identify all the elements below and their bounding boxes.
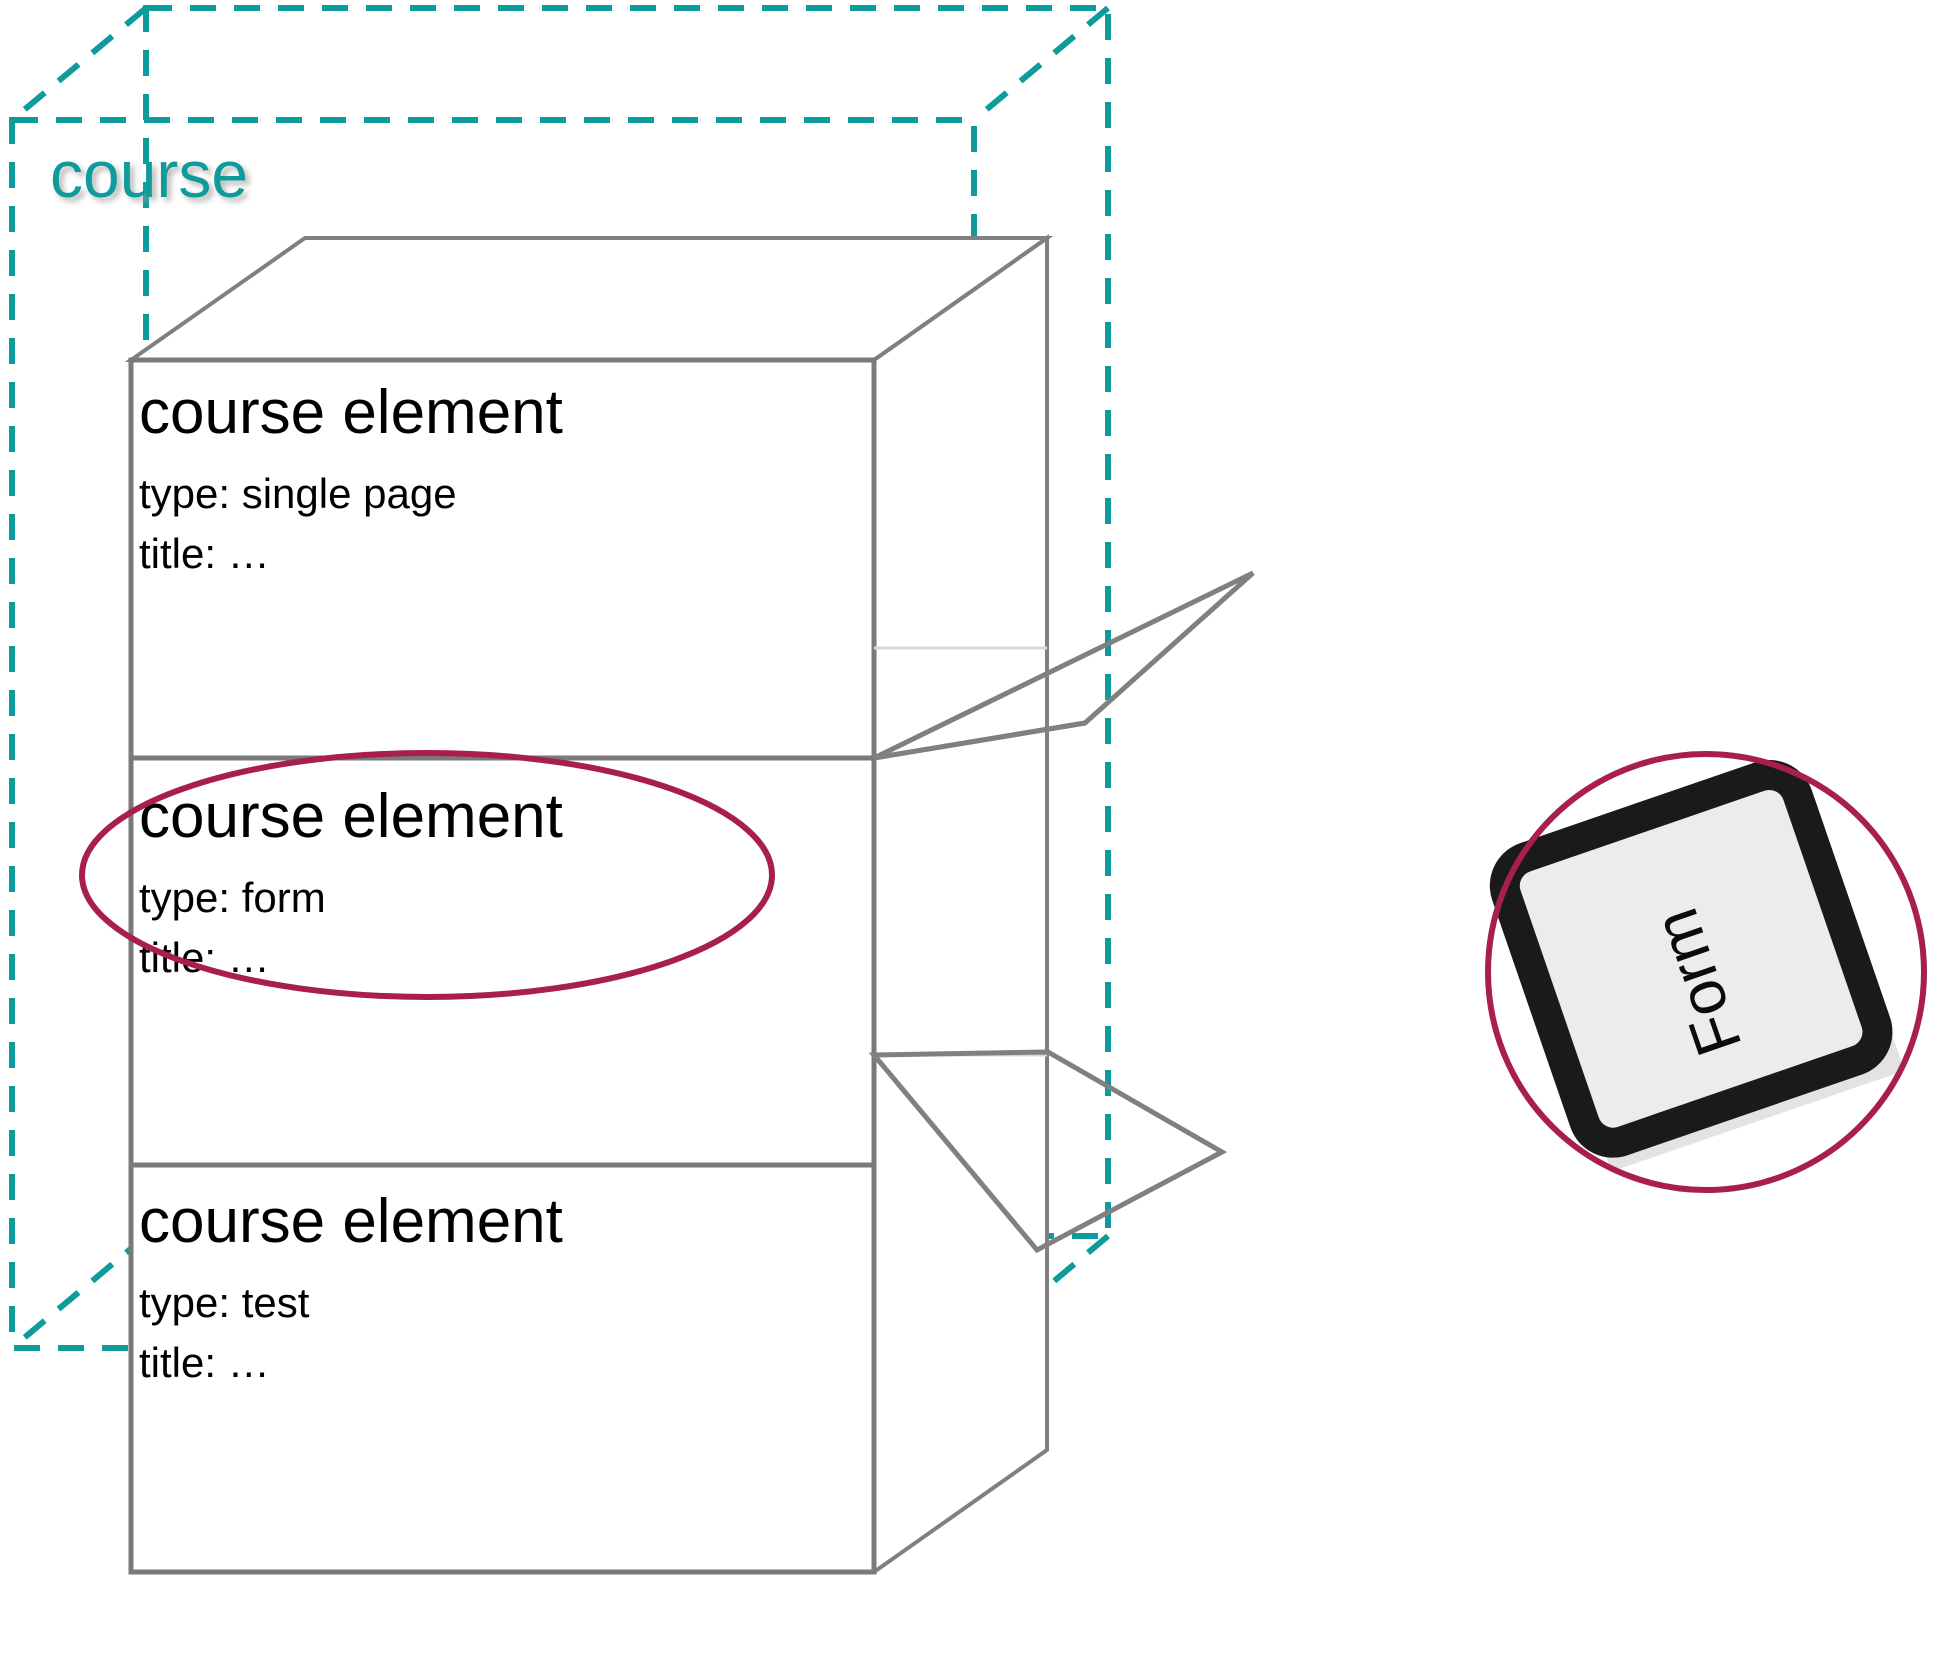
flap-lower bbox=[868, 1049, 1228, 1254]
highlight-ellipse bbox=[79, 750, 775, 1000]
container-depth-edge-top-right bbox=[972, 5, 1110, 123]
container-depth-edge-bottom-left bbox=[10, 1233, 148, 1351]
element-2-heading: course element bbox=[139, 782, 563, 851]
keycap-body bbox=[1489, 759, 1893, 1158]
stack-top-face-fill bbox=[131, 238, 1047, 360]
container-front-face-edge bbox=[9, 117, 977, 1351]
element-3-type: type: test bbox=[139, 1279, 310, 1326]
course-label: course bbox=[50, 137, 248, 211]
stack-front-face-fill bbox=[131, 360, 874, 1572]
container-depth-edge-top-left bbox=[10, 5, 148, 123]
element-1-heading: course element bbox=[139, 378, 563, 447]
stack-right-face-edge bbox=[872, 234, 1049, 1574]
stack-side-face-fill bbox=[874, 238, 1047, 1572]
container-back-face-edge bbox=[143, 5, 1111, 1239]
element-3-heading: course element bbox=[139, 1187, 563, 1256]
stack-front-face-edge bbox=[128, 357, 877, 1575]
element-3-title: title: … bbox=[139, 1339, 270, 1386]
element-1-type: type: single page bbox=[139, 470, 457, 517]
element-1-title: title: … bbox=[139, 530, 270, 577]
callout-circle bbox=[1485, 751, 1927, 1193]
element-2-title: title: … bbox=[139, 934, 270, 981]
flap-upper-fold bbox=[873, 720, 1086, 761]
element-2-type: type: form bbox=[139, 874, 326, 921]
